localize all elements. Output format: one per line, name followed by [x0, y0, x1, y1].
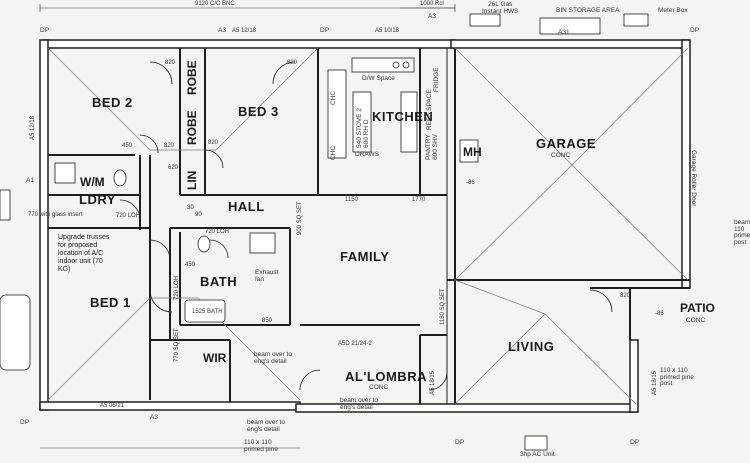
dp-marker-3: DP	[690, 27, 700, 34]
door-450-dim: 450	[122, 143, 133, 149]
chc-note-2: CHC	[330, 145, 337, 160]
door-850-dim: 850	[262, 318, 273, 324]
door-bed3-dim: 820	[287, 60, 298, 66]
a5d-21-24-dim: A5D 21/24-2	[338, 341, 372, 347]
bin-storage-note: BIN STORAGE AREA	[556, 7, 620, 14]
patio-step-dim: -86	[655, 311, 664, 317]
post-note-1: 110 x 110 primed pine	[244, 439, 278, 453]
chc-note-1: CHC	[330, 90, 337, 105]
hall-30-dim: 30	[187, 205, 194, 211]
dp-marker-6: DP	[630, 439, 640, 446]
opening-770-dim: 770 SQ SET	[174, 328, 180, 362]
a5-left-dim: A5 12/18	[30, 115, 36, 140]
overall-width-dim: 9120 C/C BNC	[195, 1, 235, 7]
meter-box-note: Meter Box	[658, 7, 688, 14]
alfresco-floor: CONC	[369, 384, 389, 391]
dp-marker-1: DP	[40, 27, 50, 34]
room-wm: W/M	[80, 175, 105, 189]
hall-door-dim: 720 LOH	[174, 275, 180, 300]
pantry-note: PANTRY 600 SHV	[425, 133, 439, 160]
room-bed-3: BED 3	[238, 104, 279, 119]
beam-note-1: beam over to eng's detail	[254, 351, 292, 365]
a3-left-marker: A3	[218, 27, 226, 34]
post-note-3: beam 110 primed post	[734, 219, 750, 246]
room-laundry: LDRY	[79, 192, 116, 207]
ldry-door-dim: 720 LOH	[116, 213, 141, 219]
dim-1770: 1770	[412, 197, 426, 203]
roof-hip-lines	[47, 47, 689, 405]
a5-10-18-dim: A5 10/18	[375, 28, 400, 34]
room-family: FAMILY	[340, 249, 390, 264]
room-kitchen: KITCHEN	[372, 109, 434, 124]
room-robe-1: ROBE	[185, 60, 199, 95]
garage-width-dim: 1000 Rcl	[420, 1, 444, 7]
room-linen: LIN	[185, 170, 199, 190]
a31-marker: A31	[558, 29, 570, 36]
interior-walls	[48, 48, 690, 404]
hws-note: 26L Gas Instant HWS	[482, 1, 519, 15]
opening-900-dim: 900 SQ SET	[297, 201, 303, 235]
dim-1150: 1150	[345, 197, 358, 203]
post-note-2: 110 x 110 primed pine post	[660, 367, 694, 387]
upgrade-trusses-note: Upgrade trusses for proposed location of…	[58, 234, 110, 274]
room-bath: BATH	[200, 274, 238, 289]
room-patio: PATIO	[680, 301, 715, 315]
bath-tub-dim: 1525 BATH	[192, 309, 223, 315]
a5-18-15-dim: A5 18/15	[430, 370, 436, 395]
door-robe-dim: 820	[208, 140, 219, 146]
room-hall: HALL	[228, 199, 265, 214]
top-dimension-line	[39, 4, 456, 449]
beam-note-3: beam over to eng's detail	[247, 419, 285, 433]
fixtures	[0, 13, 649, 451]
exhaust-fan-note: Exhaust fan	[255, 269, 279, 283]
beam-note-2: beam over to eng's detail	[340, 397, 378, 411]
exterior-walls	[39, 39, 691, 413]
dp-marker-5: DP	[455, 439, 465, 446]
garage-floor: CONC	[551, 152, 571, 159]
opening-1180-dim: 1180 SQ SET	[440, 288, 446, 325]
bath-450-dim: 450	[185, 262, 196, 268]
patio-door-dim: 820	[620, 293, 631, 299]
stove-note: 540 STOVE 2 600 RH D	[356, 108, 370, 148]
a5-06-21-dim: A5 06/21	[100, 403, 125, 409]
a5-top-dim: A5 12/18	[232, 28, 257, 34]
room-garage: GARAGE	[536, 136, 597, 151]
bath-door-dim: 720 LOH	[205, 229, 230, 235]
a5-18-15b-dim: A5 18/15	[652, 370, 658, 395]
room-bed-1: BED 1	[90, 295, 131, 310]
a3-top-marker: A3	[428, 13, 436, 20]
dishwasher-space: D/W Space	[362, 75, 395, 82]
dp-marker-4: DP	[20, 419, 30, 426]
a1-marker: A1	[26, 177, 34, 184]
room-wir: WIR	[203, 351, 227, 365]
room-bed-2: BED 2	[92, 95, 133, 110]
room-robe-2: ROBE	[185, 110, 199, 145]
door-620-dim: 620	[168, 165, 179, 171]
dp-marker-2: DP	[320, 27, 330, 34]
a3-bottom-marker: A3	[150, 414, 158, 421]
door-swings	[119, 61, 613, 391]
hall-90-dim: 90	[195, 212, 202, 218]
drawers-note: DRAWS	[355, 151, 379, 158]
garage-step-dim: -86	[466, 180, 475, 186]
patio-floor: CONC	[686, 317, 706, 324]
room-alfresco: AL'LOMBRA	[345, 369, 427, 384]
door-robe2-dim: 820	[164, 143, 175, 149]
fridge-note: FRIDGE	[433, 67, 440, 92]
ac-unit-note: 3hp AC Unit	[520, 451, 555, 458]
door-bed2-dim: 820	[165, 60, 176, 66]
roller-door-note: Garage Roller Door	[690, 150, 697, 207]
room-living: LIVING	[508, 339, 555, 354]
manhole-label: MH	[463, 145, 482, 159]
refs-note: REFS SPACE	[426, 89, 433, 130]
ldry-glass-door: 770 with glass insert	[28, 212, 83, 218]
